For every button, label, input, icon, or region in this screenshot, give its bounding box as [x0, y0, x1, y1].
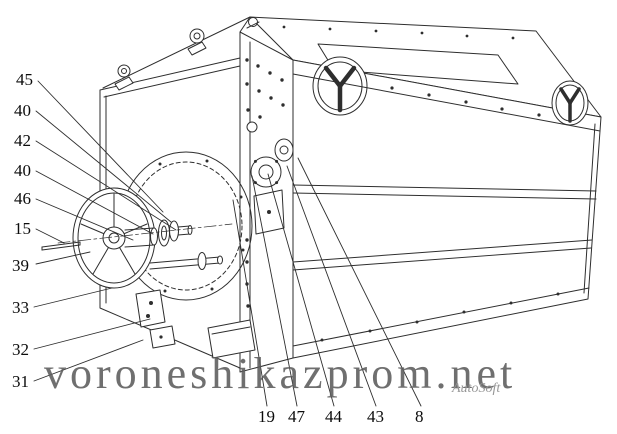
callout-33: 33 [12, 298, 29, 317]
front-panel-seams [292, 73, 601, 347]
leader-lines [33, 80, 422, 407]
lifting-eye-icon [187, 28, 207, 56]
handwheel [72, 187, 156, 289]
callout-45: 45 [16, 70, 33, 89]
vent-port-large [312, 56, 368, 116]
callout-42: 42 [14, 131, 31, 150]
pin-part [41, 241, 81, 251]
callout-44: 44 [325, 407, 342, 426]
watermark-autosoft: AutoSoft [452, 381, 501, 396]
callout-8: 8 [415, 407, 424, 426]
callout-39: 39 [12, 256, 29, 275]
callout-47: 47 [288, 407, 305, 426]
mounting-brackets [135, 289, 256, 359]
callout-40-upper: 40 [14, 101, 31, 120]
callout-32: 32 [12, 340, 29, 359]
idler-shaft [149, 252, 223, 270]
callout-19: 19 [258, 407, 275, 426]
vent-port-small [551, 80, 589, 126]
callout-40-lower: 40 [14, 161, 31, 180]
callout-31: 31 [12, 372, 29, 391]
drive-shaft-assembly [57, 219, 233, 248]
watermark-text: voroneshikazprom.net [44, 349, 517, 398]
lifting-eye-icon [114, 64, 134, 91]
roof-details [114, 17, 541, 117]
callout-46: 46 [14, 189, 31, 208]
callout-43: 43 [367, 407, 384, 426]
callout-15: 15 [14, 219, 31, 238]
